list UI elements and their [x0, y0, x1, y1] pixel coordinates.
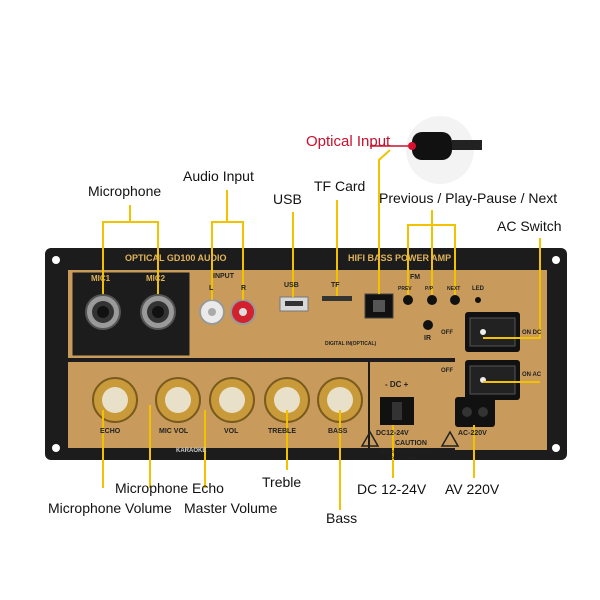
callout-microphone: Microphone	[88, 183, 162, 199]
input-label: INPUT	[213, 273, 234, 280]
callout-mic-echo: Microphone Echo	[115, 480, 224, 496]
callout-bass: Bass	[326, 510, 358, 526]
next-button	[450, 295, 460, 305]
led-indicator	[475, 297, 481, 303]
input-l-label: L	[209, 285, 214, 292]
knob-label-micvol: MIC VOL	[159, 428, 189, 435]
dc-panel-label: DC12-24V	[376, 430, 409, 437]
ir-receiver	[423, 320, 433, 330]
callout-ac-switch: AC Switch	[497, 218, 562, 234]
led-label: LED	[472, 286, 484, 292]
btn-label-prev: PREV	[398, 286, 412, 292]
knob-label-echo: ECHO	[100, 428, 121, 435]
mic-vol-knob	[155, 377, 201, 423]
callout-mic-volume: Microphone Volume	[48, 500, 172, 516]
fm-label: FM	[410, 274, 421, 281]
on-dc-label: ON DC	[522, 330, 542, 336]
panel-banner-right: HIFI BASS POWER AMP	[348, 253, 452, 263]
caution-label: CAUTION	[395, 440, 427, 447]
rca-right-jack	[230, 299, 256, 325]
callout-lines	[102, 149, 541, 510]
ir-label: IR	[424, 335, 431, 342]
rca-left-jack	[199, 299, 225, 325]
digital-label: DIGITAL IN(OPTICAL)	[325, 341, 377, 347]
mic2-jack	[140, 294, 176, 330]
callout-av: AV 220V	[445, 481, 500, 497]
ac-panel-label: AC-220V	[458, 430, 487, 437]
btn-label-next: NEXT	[447, 286, 461, 292]
knob-label-treble: TREBLE	[268, 428, 296, 435]
callout-dc: DC 12-24V	[357, 481, 427, 497]
bass-knob	[317, 377, 363, 423]
ac-socket	[455, 397, 495, 427]
input-r-label: R	[241, 285, 247, 292]
caution-sub1: RISK OF ELECTRIC SHOCK	[380, 449, 433, 454]
mic2-label: MIC2	[146, 274, 166, 283]
play-pause-button	[427, 295, 437, 305]
callout-prev-play-next: Previous / Play-Pause / Next	[379, 190, 558, 206]
tf-slot	[322, 296, 352, 301]
callout-optical-input: Optical Input	[306, 133, 391, 150]
callout-master-volume: Master Volume	[184, 500, 278, 516]
mic1-jack	[85, 294, 121, 330]
callout-usb: USB	[273, 191, 302, 207]
caution-sub2: DO NOT OPEN	[388, 455, 417, 460]
callout-tf-card: TF Card	[314, 178, 366, 194]
vol-knob	[209, 377, 255, 423]
btn-label-pp: P/P	[425, 286, 434, 292]
on-ac-label: ON AC	[522, 372, 542, 378]
off-bottom-label: OFF	[441, 368, 453, 374]
echo-knob	[92, 377, 138, 423]
karaoke-label: KARAOKE	[176, 448, 207, 454]
tf-panel-label: TF	[331, 282, 340, 289]
optical-cable-graphic	[370, 116, 482, 184]
usb-panel-label: USB	[284, 282, 299, 289]
mic1-label: MIC1	[91, 274, 111, 283]
prev-button	[403, 295, 413, 305]
knob-label-bass: BASS	[328, 428, 348, 435]
off-top-label: OFF	[441, 330, 453, 336]
knob-label-vol: VOL	[224, 428, 239, 435]
callout-treble: Treble	[262, 474, 302, 490]
panel-banner-left: OPTICAL GD100 AUDIO	[125, 253, 227, 263]
dc-sign-label: - DC +	[385, 380, 409, 389]
callout-audio-input: Audio Input	[183, 168, 254, 184]
treble-knob	[264, 377, 310, 423]
